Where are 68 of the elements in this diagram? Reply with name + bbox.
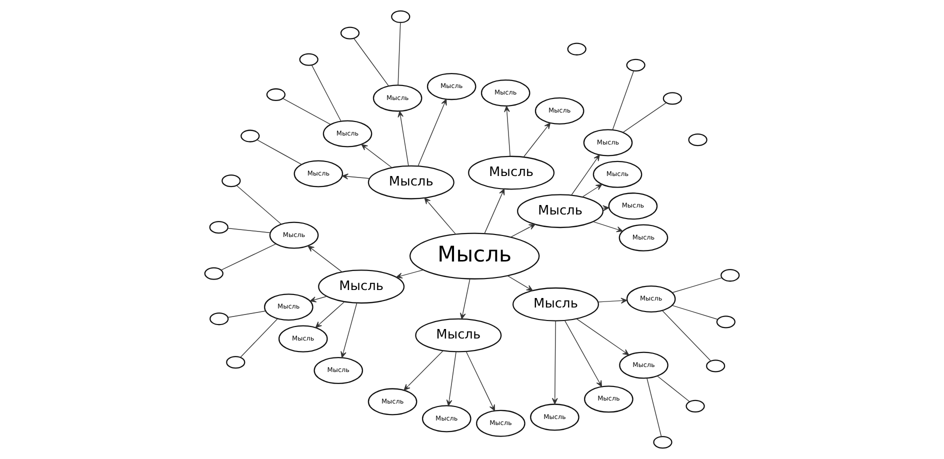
arrow [570, 154, 600, 196]
connector [240, 318, 278, 358]
arrow [398, 110, 409, 166]
connector [256, 140, 302, 165]
arrow [602, 205, 610, 212]
node-ellipse [653, 436, 672, 449]
connector [656, 376, 690, 402]
arrow [396, 270, 424, 279]
node-ellipse: Мысль [368, 165, 454, 200]
node-ellipse [626, 58, 646, 72]
node-ellipse [222, 174, 241, 188]
connector [311, 64, 342, 122]
arrow [308, 246, 343, 272]
arrow [340, 302, 358, 358]
node-ellipse [226, 356, 246, 369]
node-ellipse [266, 88, 286, 101]
node-ellipse: Мысль [468, 156, 555, 190]
arrow [576, 318, 630, 356]
arrow [564, 320, 602, 387]
arrow [315, 301, 345, 328]
arrow [598, 298, 628, 304]
arrow [342, 174, 370, 180]
node-ellipse [688, 134, 708, 146]
node-ellipse [210, 312, 229, 326]
connector [354, 38, 389, 86]
arrow [310, 296, 328, 302]
arrow [510, 224, 536, 238]
connector [612, 70, 634, 130]
arrow [523, 122, 551, 158]
node-ellipse [209, 220, 228, 234]
arrow [466, 351, 495, 412]
connector [622, 102, 666, 133]
node-ellipse [706, 360, 726, 372]
node-ellipse: Мысль [415, 318, 502, 352]
arrow [446, 351, 456, 406]
arrow [484, 188, 505, 234]
connector [672, 277, 722, 293]
node-ellipse [299, 53, 318, 66]
node-ellipse [340, 26, 360, 40]
arrow [592, 221, 623, 232]
connector [236, 185, 282, 225]
node-ellipse [240, 130, 260, 142]
arrow [582, 184, 602, 198]
node-ellipse [662, 92, 682, 105]
node-ellipse [391, 10, 410, 24]
connector [672, 305, 718, 320]
arrow [504, 106, 510, 157]
connector [282, 98, 331, 125]
node-ellipse [716, 316, 736, 328]
arrow [424, 198, 456, 235]
arrow [507, 276, 533, 291]
node-ellipse: Мысль [409, 232, 540, 280]
arrow [552, 320, 558, 404]
node-ellipse [720, 269, 740, 282]
connector [227, 228, 271, 234]
connector [662, 310, 712, 362]
arrow [404, 350, 444, 390]
arrow [460, 278, 470, 320]
node-ellipse [567, 42, 586, 56]
connector [398, 22, 401, 86]
node-ellipse: Мысль [512, 287, 600, 322]
connector [646, 378, 662, 437]
arrow [361, 144, 392, 168]
arrow [418, 98, 447, 166]
node-ellipse [204, 267, 224, 280]
connector [228, 310, 266, 318]
node-ellipse [686, 400, 705, 412]
connector [220, 244, 276, 270]
